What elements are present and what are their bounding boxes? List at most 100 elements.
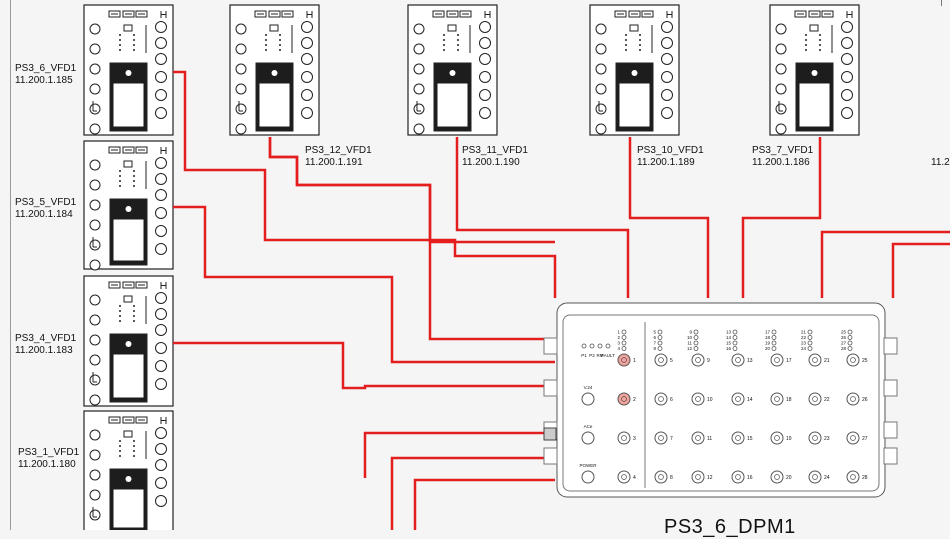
vfd-port <box>775 103 787 115</box>
dpm-port-led <box>621 335 627 340</box>
drawing-frame-left <box>10 0 11 530</box>
dpm-led-number: 20 <box>765 346 771 351</box>
vfd-port <box>479 53 491 65</box>
vfd-led-dot <box>457 44 459 46</box>
vfd-port <box>413 63 425 75</box>
dpm-port-pin-ring <box>850 396 856 402</box>
dpm-port-pin-ring <box>695 396 701 402</box>
vfd-switch-glyph <box>778 101 783 112</box>
dpm-led-number: 11 <box>687 341 692 346</box>
dpm-port-connector <box>691 392 705 406</box>
vfd-port <box>155 324 167 336</box>
dpm-led-number: 7 <box>653 341 656 346</box>
dpm-port-led <box>657 346 663 351</box>
vfd-port <box>841 37 853 49</box>
dpm-port-number: 7 <box>670 436 673 442</box>
dpm-port-pin-ring <box>850 357 856 363</box>
dpm-port-pin-ring <box>774 357 780 363</box>
vfd-led-dot <box>119 315 121 317</box>
dpm-led-number: 28 <box>841 346 847 351</box>
dpm-port-connector <box>691 470 705 484</box>
cable-1 <box>173 70 557 298</box>
vfd-connector-icon <box>160 417 167 424</box>
vfd-led-dot <box>457 34 459 36</box>
vfd-port <box>89 23 101 35</box>
vfd-led-dot <box>133 175 135 177</box>
vfd-port <box>89 103 101 115</box>
vfd-logo-icon <box>811 70 818 76</box>
dpm-status-label: P2 <box>589 353 595 358</box>
vfd-logo-icon <box>125 476 132 482</box>
vfd-center-chip <box>123 24 133 32</box>
vfd-top-indicator <box>808 10 821 18</box>
vfd-port <box>155 107 167 119</box>
dpm-port-pin-ring <box>621 435 627 441</box>
dpm-port-led <box>847 329 853 335</box>
vfd-led-dot <box>819 39 821 41</box>
dpm-port-number: 21 <box>824 358 830 364</box>
vfd-port <box>235 103 247 115</box>
dpm-port-pin-ring <box>774 435 780 441</box>
dpm-led-number: 21 <box>801 330 807 335</box>
dpm-port-pin-ring <box>735 474 741 480</box>
dpm-port-pin-ring <box>695 357 701 363</box>
vfd-top-indicator <box>628 10 641 18</box>
vfd-switch-glyph <box>416 101 421 112</box>
dpm-port-pin-ring <box>812 396 818 402</box>
vfd-port <box>155 292 167 304</box>
vfd-port <box>301 53 313 65</box>
vfd-led-dot <box>119 445 121 447</box>
dpm-port-number: 25 <box>862 358 868 364</box>
dpm-port-pin-ring <box>735 357 741 363</box>
vfd-port <box>301 107 313 119</box>
vfd-led-dot <box>119 175 121 177</box>
vfd-logo-icon <box>125 206 132 212</box>
vfd-led-dot <box>119 450 121 452</box>
vfd-top-indicator <box>135 10 148 18</box>
dpm-port-led <box>847 340 853 346</box>
dpm-led-number: 24 <box>801 346 807 351</box>
dpm-led-number: 8 <box>653 346 656 351</box>
vfd-keypad-panel <box>258 82 291 128</box>
dpm-port-led <box>771 329 777 335</box>
vfd-port <box>155 21 167 33</box>
vfd-port <box>155 495 167 507</box>
dpm-port-led <box>847 335 853 340</box>
cable-10 <box>891 242 950 298</box>
vfd-port <box>479 107 491 119</box>
cable-5 <box>268 137 555 341</box>
dpm-aux-label: POWER <box>579 463 597 468</box>
vfd-logo-icon <box>271 70 278 76</box>
dpm-port-connector <box>654 470 668 484</box>
vfd-logo-icon <box>125 341 132 347</box>
vfd-port <box>89 394 101 406</box>
vfd-led-dot <box>625 39 627 41</box>
dpm-port-number: 6 <box>670 397 673 403</box>
dpm-port-connector <box>770 470 784 484</box>
dpm-port-connector <box>731 392 745 406</box>
dpm-port-number: 22 <box>824 397 830 403</box>
vfd-port <box>479 37 491 49</box>
dpm-port-connector <box>731 431 745 445</box>
vfd-top-indicator <box>108 146 121 154</box>
vfd-port <box>155 342 167 354</box>
vfd-port <box>595 23 607 35</box>
vfd-led-dot <box>639 44 641 46</box>
dpm-status-label: P1 <box>581 353 587 358</box>
vfd-port <box>775 43 787 55</box>
vfd-port <box>595 83 607 95</box>
vfd-center-chip <box>123 295 133 303</box>
vfd-port <box>661 53 673 65</box>
vfd-top-indicator <box>135 281 148 289</box>
vfd-port <box>89 239 101 251</box>
vfd-switch-glyph <box>598 101 603 112</box>
vfd-led-dot <box>819 49 821 51</box>
dpm-mount-tab <box>883 421 898 439</box>
vfd-port <box>89 449 101 461</box>
dpm-inner-housing <box>562 314 880 492</box>
dpm-led-number: 15 <box>726 341 732 346</box>
dpm-port-led <box>732 340 738 346</box>
vfd-led-dot <box>119 455 121 457</box>
dpm-port-connector <box>770 392 784 406</box>
